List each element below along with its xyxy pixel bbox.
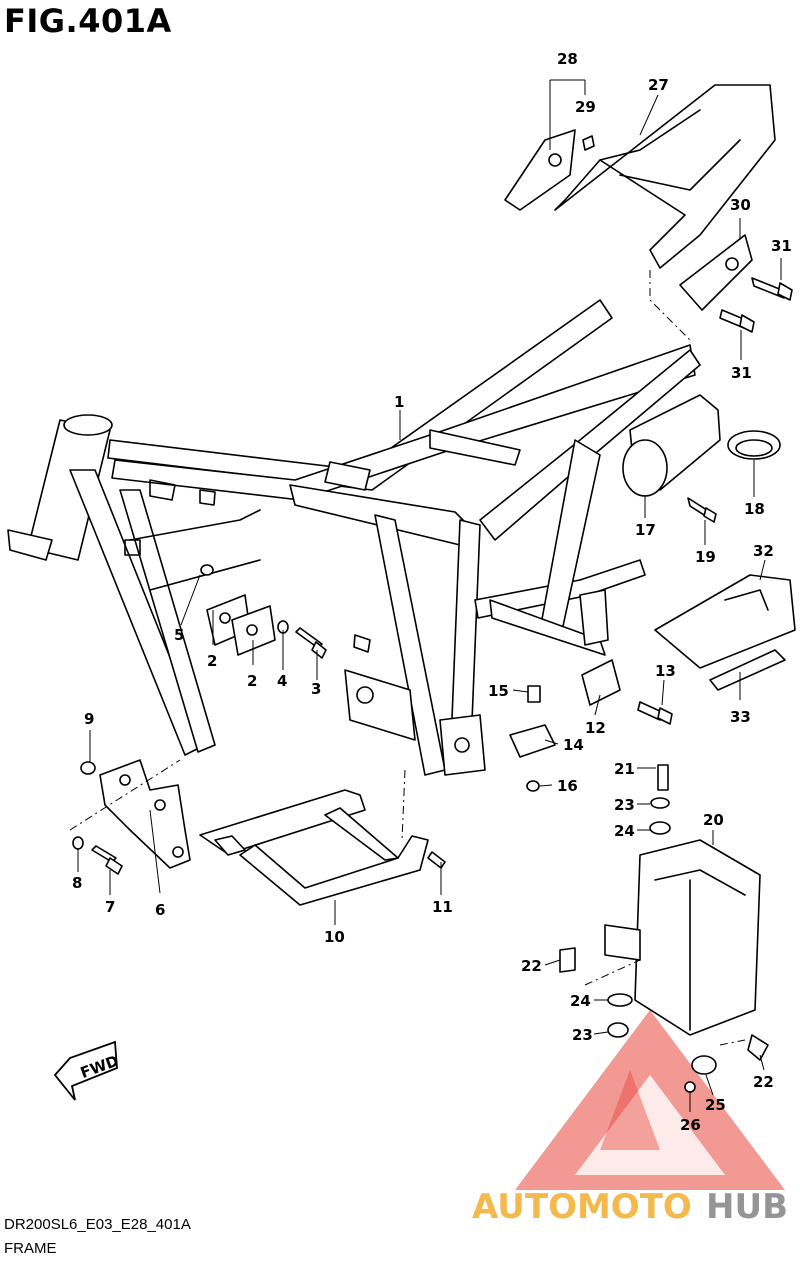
under-bracket (199, 769, 446, 906)
callout-32: 32 (753, 542, 774, 560)
callout-31: 31 (771, 237, 792, 255)
callout-9: 9 (84, 710, 94, 728)
watermark-brand-right: HUB (706, 1187, 788, 1227)
callout-24: 24 (614, 822, 635, 840)
callout-7: 7 (105, 898, 115, 916)
callout-26: 26 (680, 1116, 701, 1134)
callout-24: 24 (570, 992, 591, 1010)
callout-22: 22 (753, 1073, 774, 1091)
engine-mount-plates (200, 564, 327, 659)
tool-bag (654, 574, 796, 691)
callout-8: 8 (72, 874, 82, 892)
cushions (509, 659, 673, 792)
watermark-logo (515, 1010, 785, 1190)
leader-lines (77, 79, 782, 1112)
callout-25: 25 (705, 1096, 726, 1114)
rear-fender-bracket (504, 84, 793, 341)
callout-6: 6 (155, 901, 165, 919)
watermark-brand-left: AUTOMOTO (472, 1187, 692, 1227)
callout-33: 33 (730, 708, 751, 726)
callout-30: 30 (730, 196, 751, 214)
callout-2: 2 (247, 672, 257, 690)
callout-2: 2 (207, 652, 217, 670)
callout-31: 31 (731, 364, 752, 382)
callout-19: 19 (695, 548, 716, 566)
battery-case (559, 764, 769, 1093)
forward-direction-badge: FWD (53, 1040, 121, 1101)
figure-title: FIG.401A (4, 2, 172, 40)
callout-18: 18 (744, 500, 765, 518)
callout-20: 20 (703, 811, 724, 829)
callout-3: 3 (311, 680, 321, 698)
callout-23: 23 (614, 796, 635, 814)
callout-4: 4 (277, 672, 287, 690)
callout-11: 11 (432, 898, 453, 916)
callout-13: 13 (655, 662, 676, 680)
callout-16: 16 (557, 777, 578, 795)
callout-numbers: 1 2 2 3 4 5 6 7 8 9 10 11 12 13 14 15 16… (72, 50, 792, 1134)
model-code: DR200SL6_E03_E28_401A (4, 1216, 191, 1233)
main-frame (7, 299, 701, 776)
callout-1: 1 (394, 393, 404, 411)
callout-27: 27 (648, 76, 669, 94)
callout-15: 15 (488, 682, 509, 700)
lower-engine-plate (69, 759, 191, 875)
callout-21: 21 (614, 760, 635, 778)
callout-14: 14 (563, 736, 584, 754)
callout-29: 29 (575, 98, 596, 116)
callout-12: 12 (585, 719, 606, 737)
callout-22: 22 (521, 957, 542, 975)
callout-28: 28 (557, 50, 578, 68)
tool-case (622, 394, 781, 523)
callout-17: 17 (635, 521, 656, 539)
callout-10: 10 (324, 928, 345, 946)
callout-5: 5 (174, 626, 184, 644)
callout-23: 23 (572, 1026, 593, 1044)
figure-name: FRAME (4, 1240, 57, 1257)
watermark-text: AUTOMOTO HUB (472, 1187, 788, 1227)
